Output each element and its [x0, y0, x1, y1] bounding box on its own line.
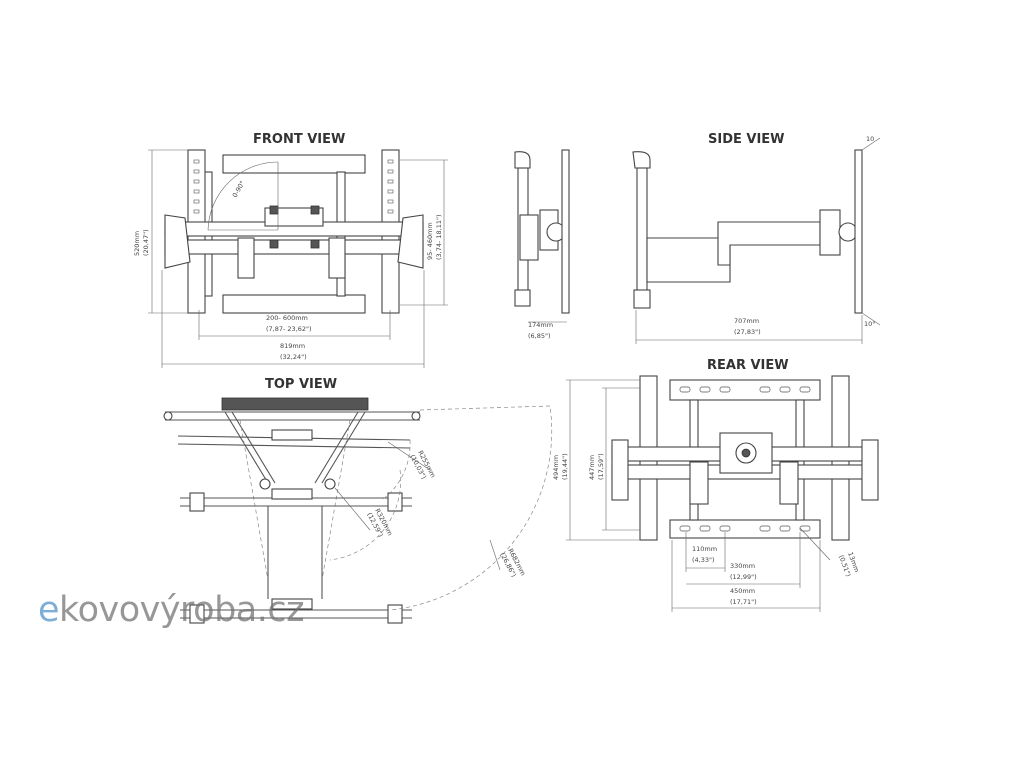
- rear-view: REAR VIEW 494mm (19,44"): [552, 358, 879, 612]
- top-view-title: TOP VIEW: [265, 377, 337, 392]
- watermark-accent: e: [38, 590, 60, 630]
- rear-height-in: (19,44"): [561, 453, 569, 480]
- rear-330-in: (12,99"): [730, 573, 757, 581]
- side-depth-max-in: (27,83"): [734, 328, 761, 336]
- rear-110-in: (4,33"): [692, 556, 715, 564]
- rear-view-title: REAR VIEW: [707, 358, 789, 373]
- front-width-in: (32,24"): [280, 353, 307, 361]
- side-depth-min-mm: 174mm: [528, 321, 553, 329]
- front-view: FRONT VIEW 0-90°: [133, 132, 448, 368]
- front-angle-label: 0-90°: [231, 179, 247, 199]
- front-width-mm: 819mm: [280, 342, 305, 350]
- front-vesa-h-mm: 200- 600mm: [266, 314, 308, 322]
- side-depth-max-mm: 707mm: [734, 317, 759, 325]
- front-height-in: (20,47"): [142, 229, 150, 256]
- front-vesa-v-in: (3,74- 18,11"): [435, 214, 443, 260]
- front-vesa-h-in: (7,87- 23,62"): [266, 325, 312, 333]
- side-depth-min-in: (6,85"): [528, 332, 551, 340]
- rear-450-in: (17,71"): [730, 598, 757, 606]
- rear-height-mm: 494mm: [552, 455, 560, 480]
- side-view: SIDE VIEW 174mm (6,85") 10 10° 707mm (27…: [514, 132, 881, 344]
- watermark-text: kovovýroba.cz: [59, 590, 304, 630]
- rear-holes-v-mm: 447mm: [588, 455, 596, 480]
- side-view-title: SIDE VIEW: [708, 132, 785, 147]
- side-tilt-up: 10: [866, 135, 874, 143]
- rear-holes-v-in: (17,59"): [597, 453, 605, 480]
- front-view-title: FRONT VIEW: [253, 132, 345, 147]
- rear-110-mm: 110mm: [692, 545, 717, 553]
- rear-450-mm: 450mm: [730, 587, 755, 595]
- front-height-mm: 520mm: [133, 231, 141, 256]
- side-tilt-down: 10°: [864, 320, 876, 328]
- front-vesa-v-mm: 95- 460mm: [426, 222, 434, 260]
- watermark-logo: ekovovýroba.cz: [38, 590, 304, 630]
- rear-330-mm: 330mm: [730, 562, 755, 570]
- top-view: TOP VIEW: [163, 377, 553, 624]
